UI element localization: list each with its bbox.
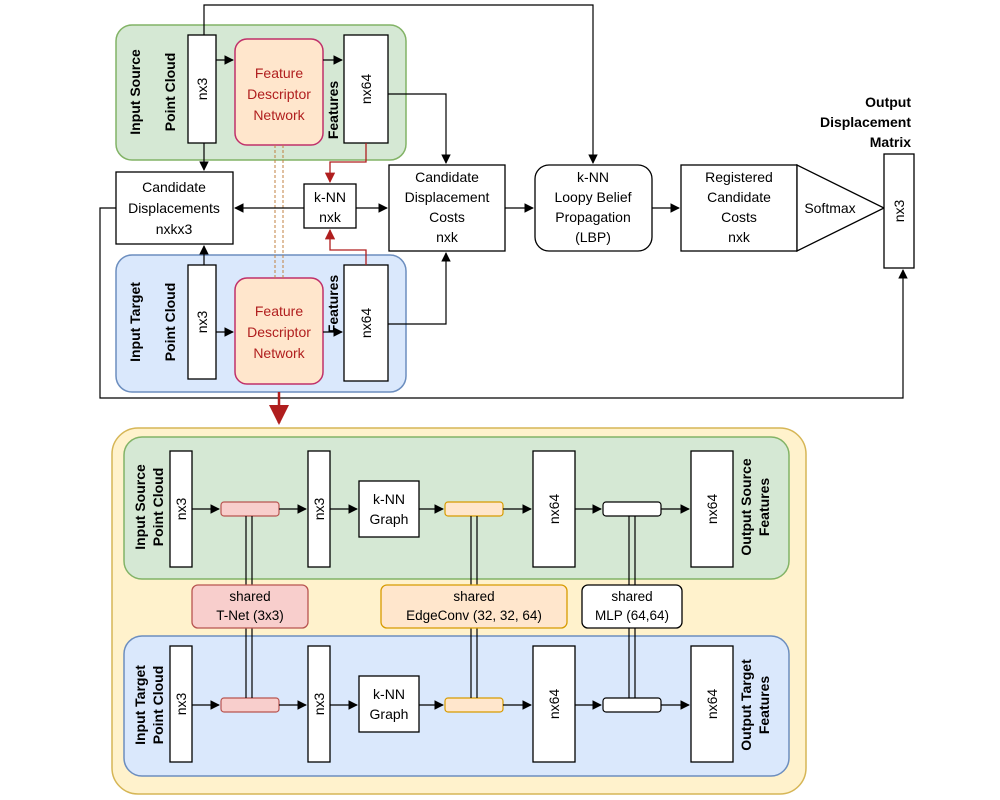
shared-tnet-box [191, 584, 309, 629]
registered-line1: Registered [705, 169, 773, 185]
softmax-label: Softmax [804, 200, 855, 216]
detail-source-out-1: Output Source [738, 458, 754, 555]
target-fdn-box [234, 277, 324, 385]
detail-target-out-label: nx64 [704, 689, 720, 720]
costs-line3: Costs [429, 209, 465, 225]
source-points-label: nx3 [194, 78, 210, 101]
detail-source-tnet-bar [220, 501, 280, 517]
input-target-label-1: Input Target [127, 282, 143, 362]
detail-source-knn-box [358, 480, 420, 538]
lbp-line3: Propagation [555, 209, 631, 225]
shared-edgeconv-word: shared [453, 589, 494, 604]
detail-target-out-2: Features [756, 676, 772, 735]
registered-line3: Costs [721, 209, 757, 225]
detail-source-out-box [690, 450, 734, 568]
detail-target-nx3-box [307, 645, 331, 763]
target-features-label: Features [325, 275, 341, 334]
source-fdn-line2: Descriptor [247, 86, 311, 102]
source-features-label: Features [325, 81, 341, 140]
shared-edgeconv-box [380, 584, 568, 629]
detail-source-out-2: Features [756, 478, 772, 537]
detail-source-nx64-label: nx64 [546, 494, 562, 525]
detail-source-nx3-label: nx3 [311, 498, 327, 521]
costs-line1: Candidate [415, 169, 479, 185]
lbp-line2: Loopy Belief [554, 189, 631, 205]
candidate-displacements-line2: Displacements [128, 200, 220, 216]
registered-line4: nxk [728, 229, 751, 245]
detail-source-knn-2: Graph [370, 511, 409, 527]
lbp-line1: k-NN [577, 169, 609, 185]
detail-source-edgeconv-bar [444, 501, 504, 517]
detail-target-out-1: Output Target [738, 659, 754, 751]
knn-line1: k-NN [314, 189, 346, 205]
detail-source-in-1: Input Source [132, 464, 148, 550]
shared-mlp-word: shared [611, 589, 652, 604]
input-source-label-2: Point Cloud [162, 53, 178, 132]
detail-source-out-label: nx64 [704, 494, 720, 525]
output-label-3: Matrix [870, 134, 911, 150]
costs-line2: Displacement [405, 189, 490, 205]
output-box-label: nx3 [891, 200, 907, 223]
input-target-label-2: Point Cloud [162, 283, 178, 362]
detail-target-knn-2: Graph [370, 706, 409, 722]
source-fdn-line3: Network [253, 107, 305, 123]
target-features-dim: nx64 [358, 308, 374, 339]
shared-tnet-word: shared [229, 589, 270, 604]
detail-target-knn-box [358, 675, 420, 733]
detail-target-in-2: Point Cloud [150, 666, 166, 745]
target-points-box [187, 264, 217, 380]
source-points-box [187, 34, 217, 144]
detail-source-mlp-bar [602, 501, 662, 517]
softmax-shape [796, 163, 886, 253]
lbp-line4: (LBP) [575, 229, 611, 245]
shared-mlp-label: MLP (64,64) [595, 608, 669, 623]
target-fdn-line1: Feature [255, 303, 303, 319]
detail-source-knn-1: k-NN [373, 491, 405, 507]
detail-target-nx64-label: nx64 [546, 689, 562, 720]
detail-target-nx64-box [532, 645, 576, 763]
output-label-2: Displacement [820, 114, 911, 130]
shared-mlp-box [581, 584, 683, 629]
target-points-label: nx3 [194, 311, 210, 334]
detail-target-nx3-label: nx3 [311, 693, 327, 716]
target-fdn-line2: Descriptor [247, 324, 311, 340]
registered-line2: Candidate [707, 189, 771, 205]
source-features-dim: nx64 [358, 74, 374, 105]
candidate-displacements-line1: Candidate [142, 179, 206, 195]
knn-line2: nxk [319, 209, 342, 225]
detail-target-mlp-bar [602, 697, 662, 713]
target-fdn-line3: Network [253, 345, 305, 361]
source-fdn-box [234, 38, 324, 146]
detail-target-tnet-bar [220, 697, 280, 713]
candidate-displacements-line3: nxkx3 [156, 221, 193, 237]
costs-line4: nxk [436, 229, 459, 245]
detail-target-out-box [690, 645, 734, 763]
shared-edgeconv-label: EdgeConv (32, 32, 64) [406, 608, 542, 623]
output-label-1: Output [865, 94, 911, 110]
shared-tnet-label: T-Net (3x3) [216, 608, 284, 623]
input-source-label-1: Input Source [127, 49, 143, 135]
candidate-displacements-box [115, 171, 234, 245]
knn-box [303, 183, 357, 229]
registered-costs-box [680, 164, 798, 252]
detail-target-input-box [169, 645, 193, 763]
detail-target-in-1: Input Target [132, 665, 148, 745]
costs-box [388, 164, 506, 252]
detail-target-knn-1: k-NN [373, 686, 405, 702]
detail-target-edgeconv-bar [444, 697, 504, 713]
source-fdn-line1: Feature [255, 65, 303, 81]
output-box [883, 153, 915, 269]
detail-source-input-label: nx3 [173, 498, 189, 521]
detail-target-input-label: nx3 [173, 693, 189, 716]
detail-source-in-2: Point Cloud [150, 468, 166, 547]
